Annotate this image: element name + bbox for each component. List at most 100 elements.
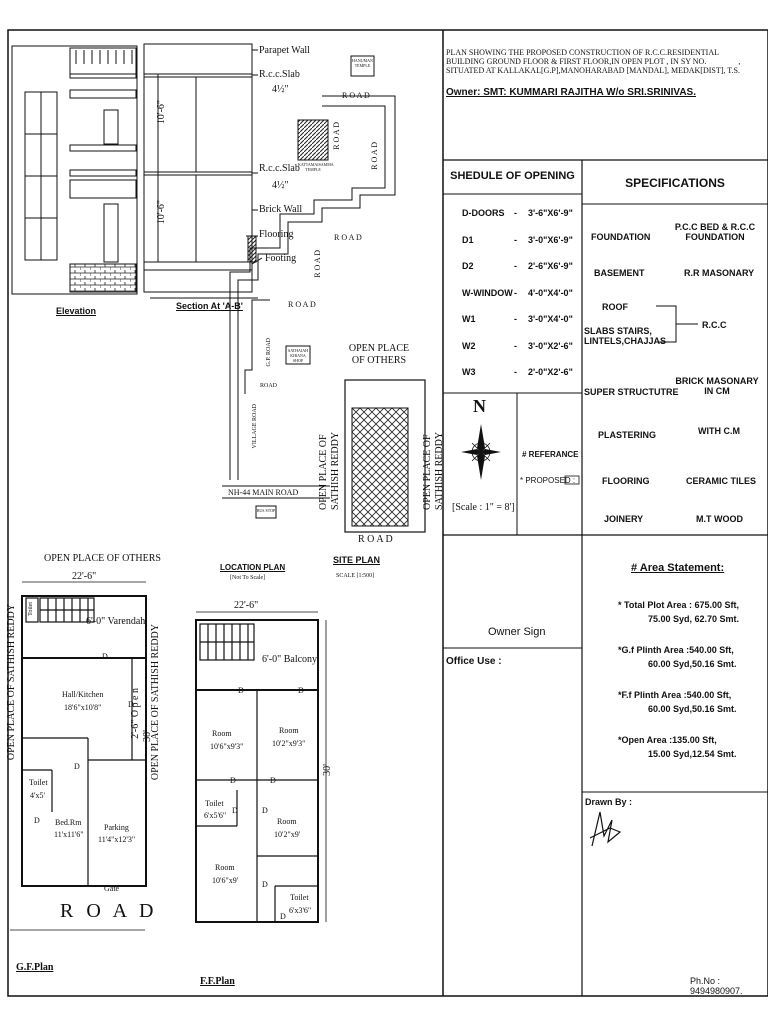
signature-icon bbox=[589, 811, 622, 847]
ff-caption: F.F.Plan bbox=[200, 976, 235, 987]
label-slab-1: R.c.c.Slab bbox=[259, 69, 300, 80]
spec-roof-key: ROOF bbox=[602, 302, 628, 312]
gf-parking-dim: 11'4"x12'3" bbox=[98, 835, 136, 844]
gf-verandah: 6'-0" Varendah bbox=[86, 616, 146, 627]
schedule-row: W1-3'-0"X4'-0" bbox=[462, 314, 573, 325]
gf-bed-label: Bed.Rm bbox=[55, 818, 82, 827]
ff-depth-dim: 30' bbox=[322, 764, 333, 776]
schedule-row: D-DOORS-3'-6"X6'-9" bbox=[462, 208, 573, 219]
landmark-tag-4: BUS STOP bbox=[256, 508, 276, 513]
site-right-label: OPEN PLACE OF SATHISH REDDY bbox=[422, 431, 445, 510]
main-road-label: NH-44 MAIN ROAD bbox=[228, 488, 299, 497]
schedule-table: D-DOORS-3'-6"X6'-9" D1-3'-0"X6'-9" D2-2'… bbox=[462, 200, 582, 386]
ff-room4-dim: 10'6"x9' bbox=[212, 876, 239, 885]
title-line-1: PLAN SHOWING THE PROPOSED CONSTRUCTION O… bbox=[446, 48, 719, 57]
label-parapet: Parapet Wall bbox=[259, 45, 310, 56]
ff-door-4: D bbox=[270, 776, 276, 785]
section-drawing bbox=[143, 43, 263, 299]
ff-plan-drawing bbox=[195, 611, 327, 923]
ff-door-2: D bbox=[298, 686, 304, 695]
spec-basement-value: R.R MASONARY bbox=[684, 268, 755, 278]
gf-top-label: OPEN PLACE OF OTHERS bbox=[44, 553, 161, 564]
road-label-7: ROAD bbox=[260, 383, 278, 389]
sheet-border bbox=[7, 29, 768, 997]
scale-label: [Scale : 1" = 8'] bbox=[452, 502, 515, 513]
ff-room1-label: Room bbox=[212, 729, 232, 738]
area-ff-2: 60.00 Syd,50.16 Smt. bbox=[648, 704, 737, 714]
ff-door-7: D bbox=[262, 880, 268, 889]
owner-name: Owner: SMT: KUMMARI RAJITHA W/o SRI.SRIN… bbox=[446, 87, 696, 98]
ff-toilet2-label: Toilet bbox=[290, 893, 309, 902]
schedule-row: W-WINDOW-4'-0"X4'-0" bbox=[462, 287, 573, 298]
gf-door-2: D bbox=[74, 762, 80, 771]
village-road-label: VILLAGE ROAD bbox=[252, 404, 258, 449]
road-label-2: R O A D bbox=[332, 122, 341, 150]
area-ff-1: *F.f Plinth Area :540.00 Sft, bbox=[618, 690, 732, 700]
spec-slabs-key: SLABS STAIRS, LINTELS,CHAJJAS bbox=[584, 326, 667, 346]
site-road-label: R O A D bbox=[358, 534, 393, 545]
gf-toilet-top: Toilet bbox=[28, 602, 34, 616]
road-label-5: R O A D bbox=[313, 250, 322, 278]
gf-width-dim: 22'-6" bbox=[72, 571, 97, 582]
area-gf-1: *G.f Plinth Area :540.00 Sft, bbox=[618, 645, 734, 655]
gf-toilet-dim: 4'x5' bbox=[30, 791, 45, 800]
site-proposed-building bbox=[351, 407, 409, 527]
ff-toilet2-dim: 6'x3'6" bbox=[289, 906, 312, 915]
area-heading: # Area Statement: bbox=[631, 562, 725, 574]
label-flooring: Flooring bbox=[259, 229, 294, 240]
spec-plaster-key: PLASTERING bbox=[598, 430, 657, 440]
area-block: * Total Plot Area : 675.00 Sft, 75.00 Sy… bbox=[618, 598, 766, 761]
schedule-heading: SHEDULE OF OPENING bbox=[450, 170, 575, 182]
gf-parking-label: Parking bbox=[104, 823, 129, 832]
area-open-2: 15.00 Syd,12.54 Smt. bbox=[648, 749, 737, 759]
gf-left-label: OPEN PLACE OF SATHISH REDDY bbox=[6, 604, 17, 761]
site-open-others: OPEN PLACE OF OTHERS bbox=[348, 343, 410, 366]
gf-gate-label: Gate bbox=[104, 884, 120, 893]
gf-toilet-label: Toilet bbox=[29, 778, 48, 787]
height-lower: 10'-6" bbox=[156, 200, 167, 225]
section-caption: Section At 'A-B' bbox=[176, 301, 243, 311]
location-caption: LOCATION PLAN bbox=[220, 563, 286, 572]
landmark-tag-3: SATHAIAH KIRANA SHOP bbox=[288, 348, 308, 363]
site-left-label: OPEN PLACE OF SATHISH REDDY bbox=[318, 431, 341, 510]
ff-toilet1-label: Toilet bbox=[205, 799, 224, 808]
gf-bed-dim: 11'x11'6" bbox=[54, 830, 84, 839]
spec-basement-key: BASEMENT bbox=[594, 268, 645, 278]
gf-door-4: D bbox=[128, 700, 134, 709]
ff-room4-label: Room bbox=[215, 863, 235, 872]
ff-width-dim: 22'-6" bbox=[234, 600, 259, 611]
ff-room2-dim: 10'2"x9'3" bbox=[272, 739, 306, 748]
gf-plan-drawing bbox=[10, 581, 147, 931]
ff-door-3: D bbox=[230, 776, 236, 785]
ff-room3-dim: 10'2"x9' bbox=[274, 830, 301, 839]
drawn-by-label: Drawn By : bbox=[585, 797, 633, 807]
gf-open-label: 2'-6" O p e n bbox=[130, 688, 141, 739]
spec-floor-key: FLOORING bbox=[602, 476, 650, 486]
title-block: PLAN SHOWING THE PROPOSED CONSTRUCTION O… bbox=[446, 48, 764, 98]
spec-super-key: SUPER STRUCTUTRE bbox=[584, 387, 679, 397]
ff-room2-label: Room bbox=[279, 726, 299, 735]
spec-joinery-value: M.T WOOD bbox=[696, 514, 743, 524]
ff-door-5: D bbox=[232, 806, 238, 815]
gp-road-label: G.P. ROAD bbox=[266, 338, 272, 367]
elevation-drawing bbox=[11, 45, 138, 295]
gf-door-1: D bbox=[102, 652, 108, 661]
ff-door-6: D bbox=[262, 806, 268, 815]
office-use-label: Office Use : bbox=[446, 656, 502, 667]
site-caption: SITE PLAN bbox=[333, 555, 381, 565]
title-line-2: BUILDING GROUND FLOOR & FIRST FLOOR,IN O… bbox=[446, 57, 741, 66]
ff-balcony: 6'-0" Balcony bbox=[262, 654, 318, 665]
ff-door-1: D bbox=[238, 686, 244, 695]
spec-floor-value: CERAMIC TILES bbox=[686, 476, 757, 486]
label-thk-2: 4½" bbox=[272, 180, 289, 191]
schedule-row: W2-3'-0"X2'-6" bbox=[462, 340, 573, 351]
site-boundary bbox=[344, 379, 426, 533]
schedule-row: D2-2'-6"X6'-9" bbox=[462, 261, 573, 272]
ff-toilet1-dim: 6'x5'6" bbox=[204, 811, 227, 820]
landmark-tag-2: KATTAMAISAMMA TEMPLE bbox=[298, 162, 334, 172]
specifications-heading: SPECIFICATIONS bbox=[625, 176, 725, 190]
area-total-1: * Total Plot Area : 675.00 Sft, bbox=[618, 600, 740, 610]
title-line-3: SITUATED AT KALLAKAL[G.P],MANOHARABAD [M… bbox=[446, 66, 740, 75]
ff-room3-label: Room bbox=[277, 817, 297, 826]
